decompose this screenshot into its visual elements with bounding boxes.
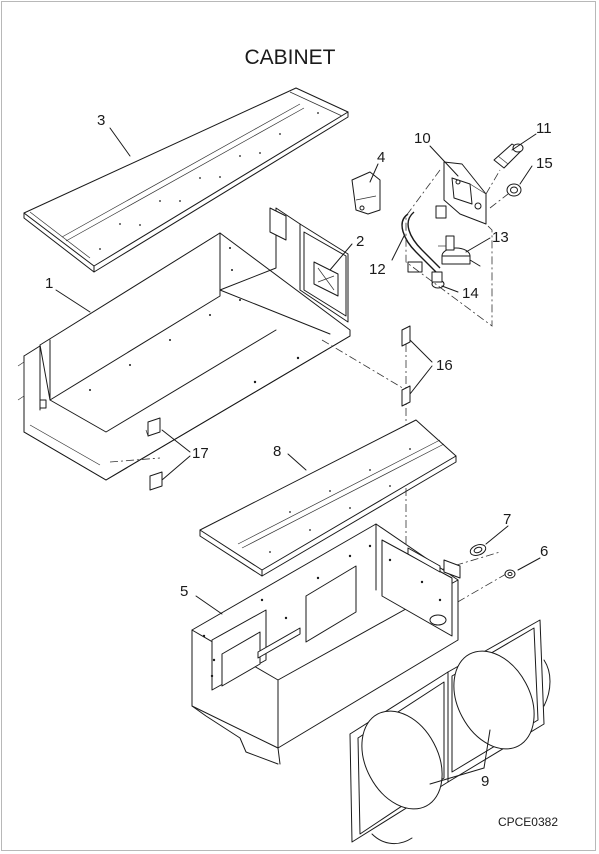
leader-lines [55, 127, 541, 785]
part-11-fitting [493, 143, 524, 169]
part-5-lower-cabinet [191, 523, 461, 765]
part-2-bracket [303, 231, 347, 317]
part-16-brackets [401, 325, 411, 407]
part-6-grommet [504, 569, 516, 579]
callout-1: 1 [45, 275, 53, 292]
callout-labels: 1 2 3 4 5 6 7 8 9 10 11 12 13 14 15 16 1… [45, 112, 553, 790]
part-12-hose [401, 211, 441, 273]
callout-6: 6 [540, 543, 548, 560]
callout-13: 13 [492, 229, 509, 246]
callout-11: 11 [536, 120, 552, 137]
callout-12: 12 [369, 261, 386, 278]
part-13-switch [438, 235, 481, 267]
part-15-washer [506, 183, 522, 197]
callout-7: 7 [503, 511, 511, 528]
callout-17: 17 [192, 445, 209, 462]
callout-5: 5 [180, 583, 188, 600]
callout-2: 2 [356, 233, 364, 250]
callout-16: 16 [436, 357, 453, 374]
part-3-top-panel [23, 87, 349, 273]
diagram-title: CABINET [244, 46, 335, 69]
callout-3: 3 [97, 112, 105, 129]
callout-4: 4 [377, 149, 385, 166]
part-14-cap [407, 261, 445, 289]
callout-9: 9 [481, 773, 489, 790]
part-8-middle-panel [199, 419, 457, 577]
callout-8: 8 [273, 443, 281, 460]
part-4-small-bracket [351, 171, 381, 215]
part-7-seal [469, 544, 487, 556]
part-1-upper-cabinet [17, 207, 351, 481]
part-9-fan-panels [349, 619, 551, 844]
callout-10: 10 [414, 130, 431, 147]
callout-15: 15 [536, 155, 553, 172]
part-17-brackets [145, 417, 163, 491]
part-10-control-bracket [435, 161, 487, 225]
drawing-code: CPCE0382 [498, 815, 558, 829]
callout-14: 14 [462, 285, 479, 302]
